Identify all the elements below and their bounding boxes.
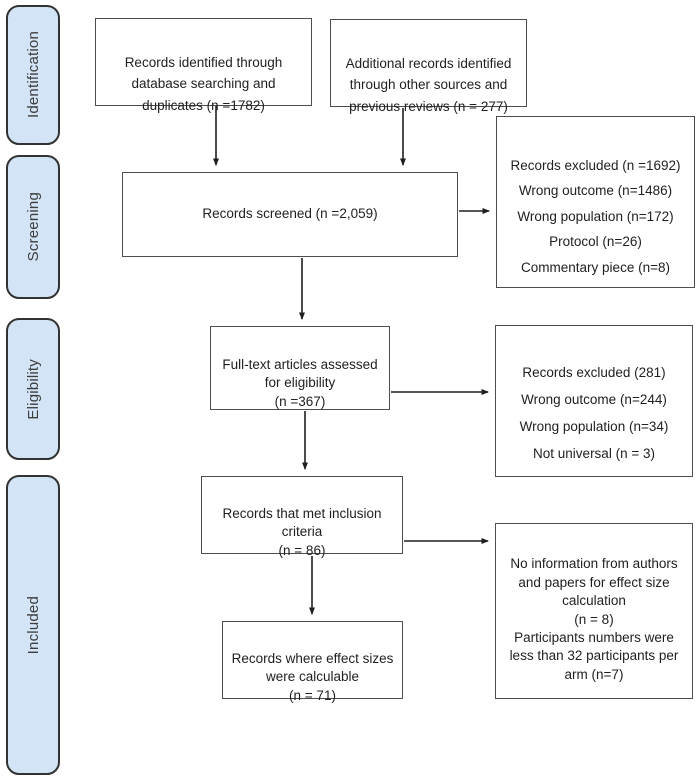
box-records-excluded-screening-text: Records excluded (n =1692) Wrong outcome… <box>510 157 681 275</box>
box-records-screened-text: Records screened (n =2,059) <box>202 205 378 221</box>
box-records-met-inclusion-text: Records that met inclusion criteria (n =… <box>222 505 382 558</box>
box-effect-sizes-calculable: Records where effect sizes were calculab… <box>222 621 403 703</box>
box-additional-records-identified: Additional records identified through ot… <box>330 19 527 114</box>
box-records-met-inclusion: Records that met inclusion criteria (n =… <box>201 476 403 558</box>
box-records-identified-database-text: Records identified through database sear… <box>124 54 283 113</box>
box-effect-sizes-calculable-text: Records where effect sizes were calculab… <box>231 650 394 703</box>
stage-included-label: Included <box>24 595 42 655</box>
box-records-identified-database: Records identified through database sear… <box>95 18 312 113</box>
box-excluded-no-information-text: No information from authors and papers f… <box>509 556 679 682</box>
box-excluded-no-information: No information from authors and papers f… <box>495 523 693 699</box>
stage-eligibility-label: Eligibility <box>24 358 42 420</box>
stage-identification-label: Identification <box>24 31 42 119</box>
stage-screening-label: Screening <box>24 192 42 262</box>
stage-identification: Identification <box>6 5 60 145</box>
box-records-screened: Records screened (n =2,059) <box>122 172 458 257</box>
box-records-excluded-eligibility-text: Records excluded (281) Wrong outcome (n=… <box>519 365 669 461</box>
box-fulltext-assessed-text: Full-text articles assessed for eligibil… <box>222 356 378 409</box>
box-records-excluded-eligibility: Records excluded (281) Wrong outcome (n=… <box>495 325 693 477</box>
box-records-excluded-screening: Records excluded (n =1692) Wrong outcome… <box>496 116 695 288</box>
box-additional-records-identified-text: Additional records identified through ot… <box>345 55 512 114</box>
box-fulltext-assessed: Full-text articles assessed for eligibil… <box>210 326 390 410</box>
stage-included: Included <box>6 475 60 775</box>
stage-eligibility: Eligibility <box>6 318 60 460</box>
stage-screening: Screening <box>6 155 60 299</box>
